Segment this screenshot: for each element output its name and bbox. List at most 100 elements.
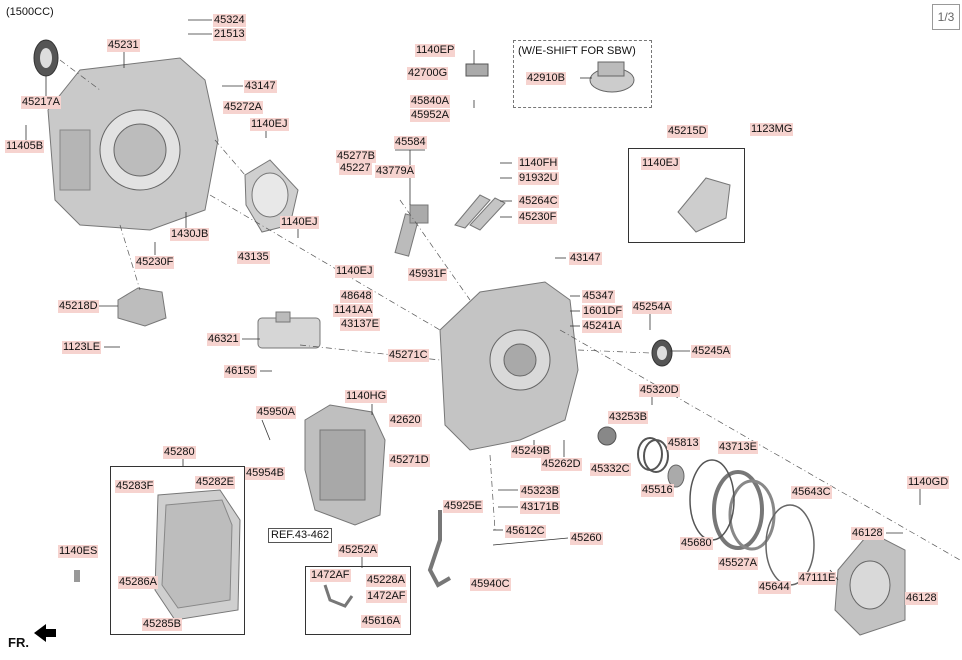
oil-pan-box [110,466,245,635]
oil-seal-45245A [651,339,673,367]
part-label[interactable]: 45230F [518,211,558,224]
detent-spring-45264C [454,194,506,231]
part-label[interactable]: 45252A [338,544,378,557]
part-label[interactable]: 1140EJ [250,118,289,131]
piston-45332C [597,426,617,446]
part-label[interactable]: 45680 [680,537,713,550]
part-label[interactable]: 43147 [569,252,602,265]
part-label[interactable]: 42910B [526,72,566,85]
part-label[interactable]: 45283F [115,480,155,493]
page-indicator[interactable]: 1/3 [932,4,960,30]
part-label[interactable]: 45254A [632,301,672,314]
part-label[interactable]: 43779A [375,165,415,178]
part-label[interactable]: 45245A [691,345,731,358]
part-label[interactable]: 1472AF [310,569,351,582]
part-label[interactable]: 1141AA [333,304,374,317]
part-label[interactable]: 1430JB [170,228,210,241]
clutch-pack-45527A [712,470,776,551]
part-label[interactable]: 43253B [608,411,648,424]
part-label[interactable]: 45218D [58,300,99,313]
part-label[interactable]: 43171B [520,501,560,514]
part-label[interactable]: 45584 [394,136,427,149]
part-label[interactable]: 43137E [340,318,380,331]
actuator-42910B [589,61,635,93]
part-label[interactable]: 45643C [791,486,832,499]
part-label[interactable]: 45925E [443,500,483,513]
part-label[interactable]: 1140HG [345,390,388,403]
stud-1140ES [74,570,80,582]
part-label[interactable]: 1140EJ [335,265,374,278]
part-label[interactable]: 45324 [213,14,246,27]
part-label[interactable]: 45227 [339,162,372,175]
part-label[interactable]: 45249B [511,445,551,458]
part-label[interactable]: 45241A [582,320,622,333]
snap-ring-45680 [689,459,735,541]
part-label[interactable]: 1601DF [582,305,624,318]
converter-housing-45231 [47,57,219,231]
part-label[interactable]: 45215D [667,125,708,138]
part-label[interactable]: 45931F [408,268,448,281]
engine-spec: (1500CC) [6,6,54,18]
part-label[interactable]: 45813 [667,437,700,450]
ref-label[interactable]: REF.43-462 [268,528,333,543]
part-label[interactable]: 45952A [410,109,450,122]
part-label[interactable]: 1140EP [415,44,456,57]
part-label[interactable]: 45285B [142,618,182,631]
part-label[interactable]: 1140ES [58,545,99,558]
part-label[interactable]: 48648 [340,290,373,303]
part-label[interactable]: 45516 [641,484,674,497]
option-note: (W/E-SHIFT FOR SBW) [518,45,636,57]
part-label[interactable]: 1140FH [518,157,559,170]
part-label[interactable]: 42700G [407,67,449,80]
part-label[interactable]: 45527A [718,557,758,570]
part-label[interactable]: 46128 [905,592,938,605]
part-label[interactable]: 1140EJ [641,157,680,170]
part-label[interactable]: 45271D [389,454,430,467]
part-label[interactable]: 11405B [5,140,45,153]
oil-pipe-45940C [427,510,452,588]
part-label[interactable]: 45228A [366,574,406,587]
part-label[interactable]: 45323B [520,485,560,498]
part-label[interactable]: 46321 [207,333,240,346]
part-label[interactable]: 45264C [518,195,559,208]
part-label[interactable]: 45286A [118,576,158,589]
part-label[interactable]: 45260 [570,532,603,545]
part-label[interactable]: 21513 [213,28,246,41]
part-label[interactable]: 45262D [541,458,582,471]
part-label[interactable]: 45954B [245,467,285,480]
part-label[interactable]: 45271C [388,349,429,362]
part-label[interactable]: 47111E [798,572,837,585]
part-label[interactable]: 45231 [107,39,140,52]
part-label[interactable]: 45282E [195,476,235,489]
part-label[interactable]: 45347 [582,290,615,303]
part-label[interactable]: 1140EJ [280,216,319,229]
part-label[interactable]: 1123MG [750,123,794,136]
part-label[interactable]: 45332C [590,463,631,476]
part-label[interactable]: 45612C [505,525,546,538]
part-label[interactable]: 1140GD [907,476,950,489]
part-label[interactable]: 45320D [639,384,680,397]
part-label[interactable]: 43147 [244,80,277,93]
deflector-43135 [244,159,299,233]
part-label[interactable]: 45277B [336,150,376,163]
bracket-box [628,148,745,243]
part-label[interactable]: 45840A [410,95,450,108]
part-label[interactable]: 91932U [518,172,559,185]
part-label[interactable]: 46155 [224,365,257,378]
part-label[interactable]: 45644 [758,581,791,594]
shift-lever-45584 [394,204,429,257]
bracket-45215D [677,177,731,233]
part-label[interactable]: 45280 [163,446,196,459]
part-label[interactable]: 1472AF [366,590,407,603]
part-label[interactable]: 45272A [223,101,263,114]
part-label[interactable]: 45940C [470,578,511,591]
part-label[interactable]: 43135 [237,251,270,264]
part-label[interactable]: 43713E [718,441,758,454]
part-label[interactable]: 42620 [389,414,422,427]
part-label[interactable]: 1123LE [62,341,102,354]
part-label[interactable]: 45217A [21,96,61,109]
part-label[interactable]: 46128 [851,527,884,540]
part-label[interactable]: 45230F [135,256,175,269]
part-label[interactable]: 45616A [361,615,401,628]
part-label[interactable]: 45950A [256,406,296,419]
